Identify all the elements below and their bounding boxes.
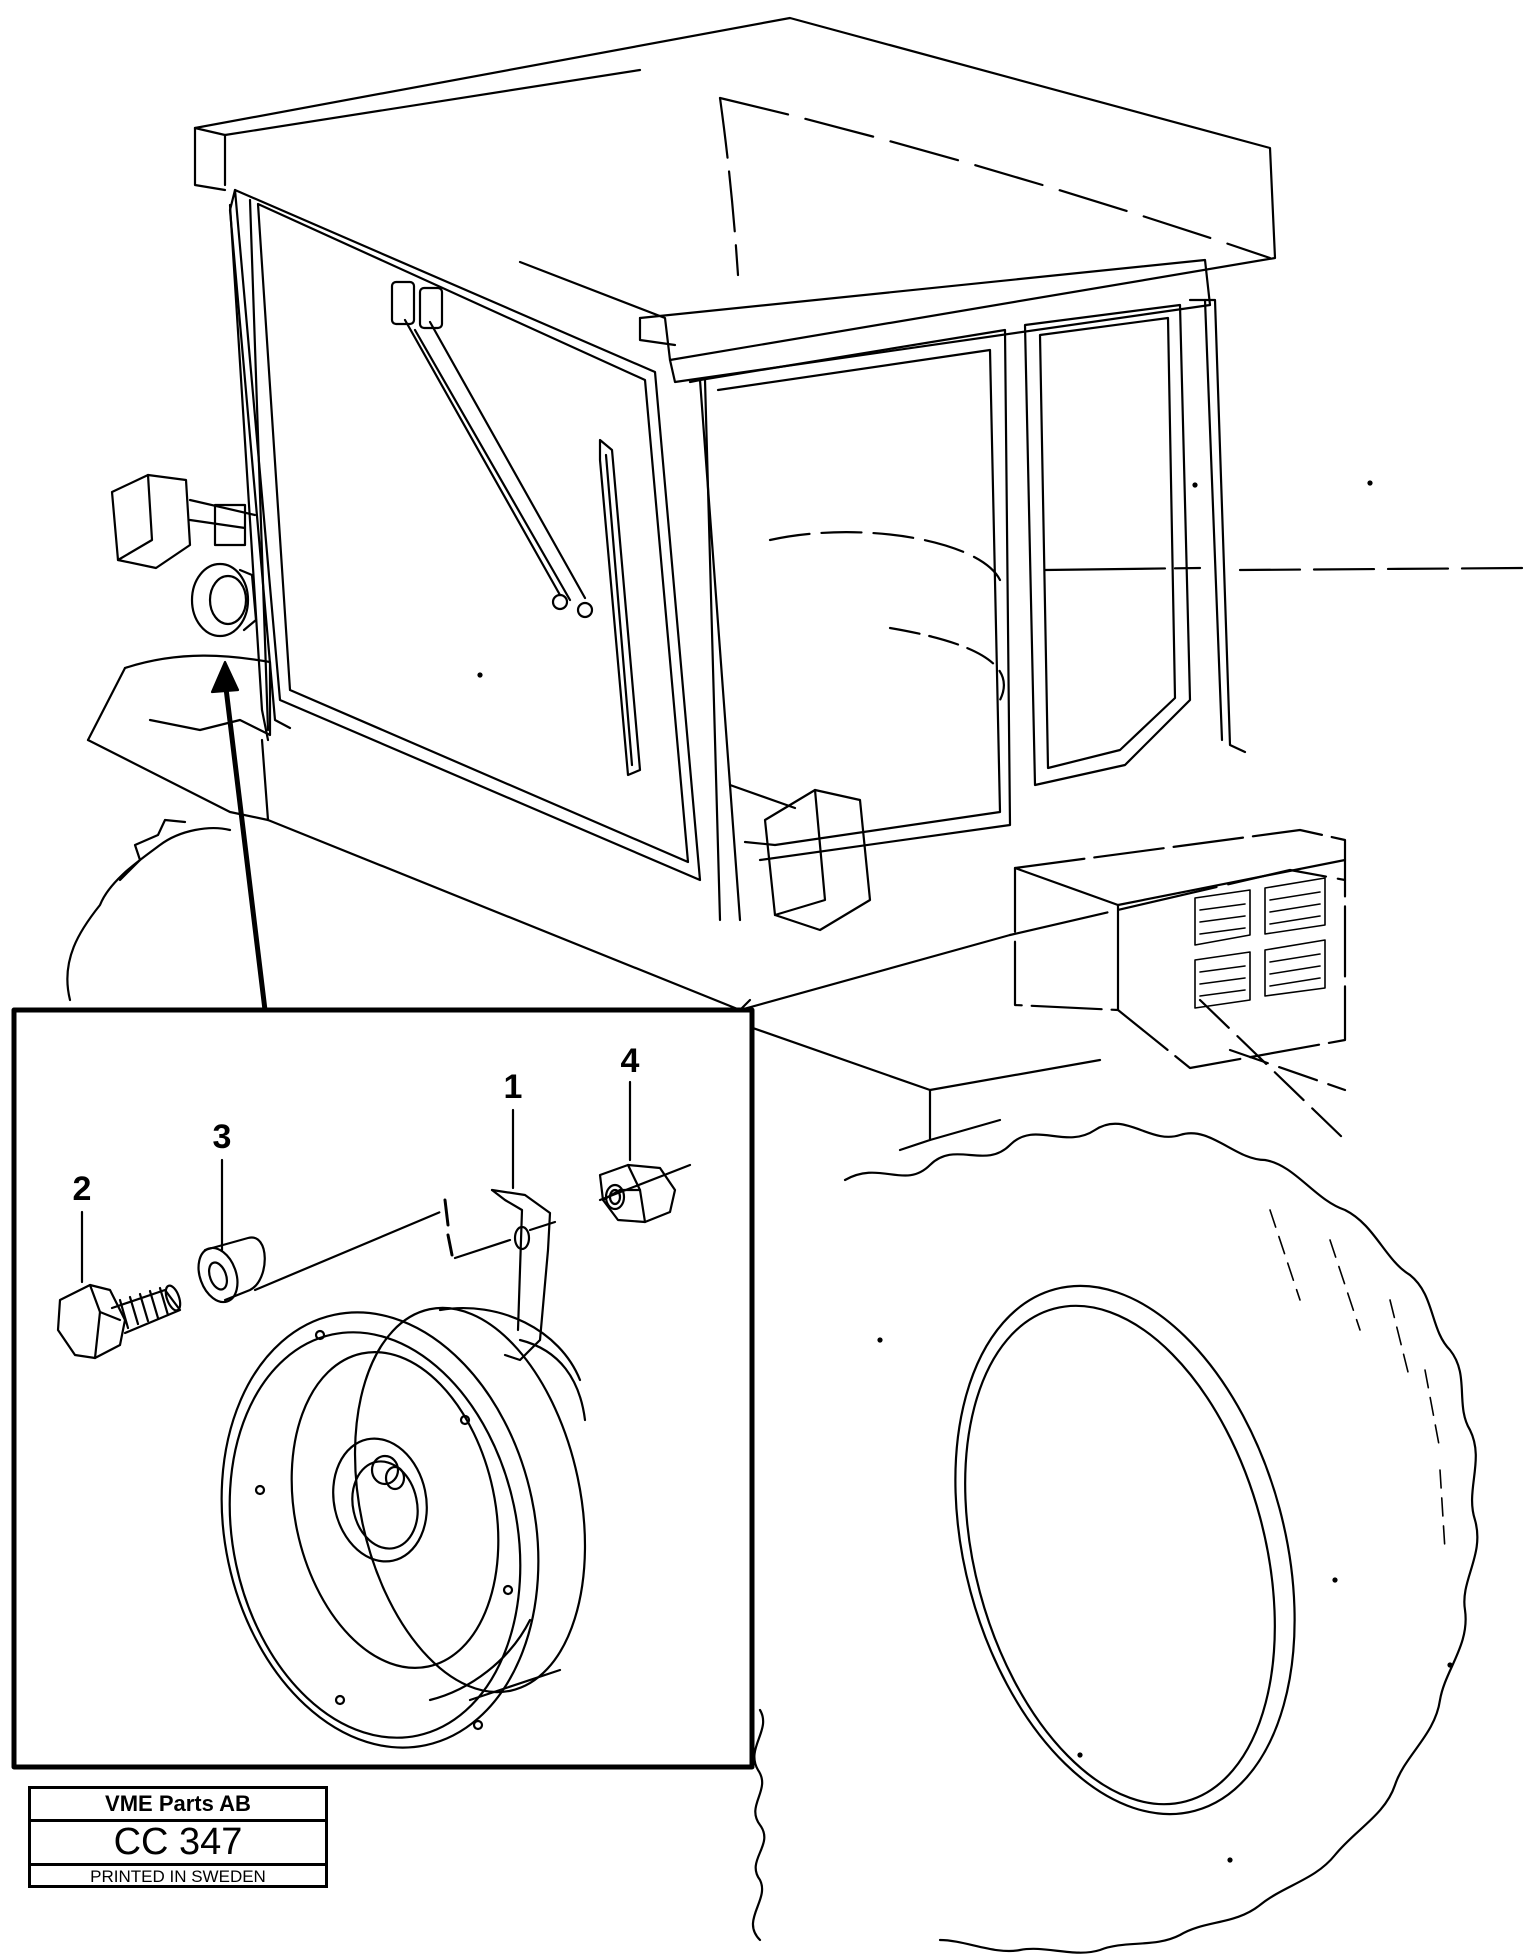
tractor-cab-illustration bbox=[66, 16, 1527, 1954]
callout-1: 1 bbox=[504, 1068, 523, 1106]
callout-2: 2 bbox=[73, 1170, 92, 1208]
title-block: VME Parts AB CC 347 PRINTED IN SWEDEN bbox=[28, 1786, 328, 1888]
horn-part bbox=[220, 1188, 587, 1749]
nut-part bbox=[598, 1163, 677, 1224]
horn-detail-inset: 2 3 1 4 bbox=[11, 1007, 755, 1770]
spacer-sleeve-part bbox=[197, 1236, 266, 1304]
printed-note: PRINTED IN SWEDEN bbox=[90, 1867, 266, 1886]
callout-3: 3 bbox=[213, 1118, 232, 1156]
bolt-part bbox=[56, 1283, 182, 1360]
drawing-code: CC 347 bbox=[31, 1822, 325, 1866]
callout-4: 4 bbox=[621, 1042, 640, 1080]
company-name: VME Parts AB bbox=[31, 1789, 325, 1822]
